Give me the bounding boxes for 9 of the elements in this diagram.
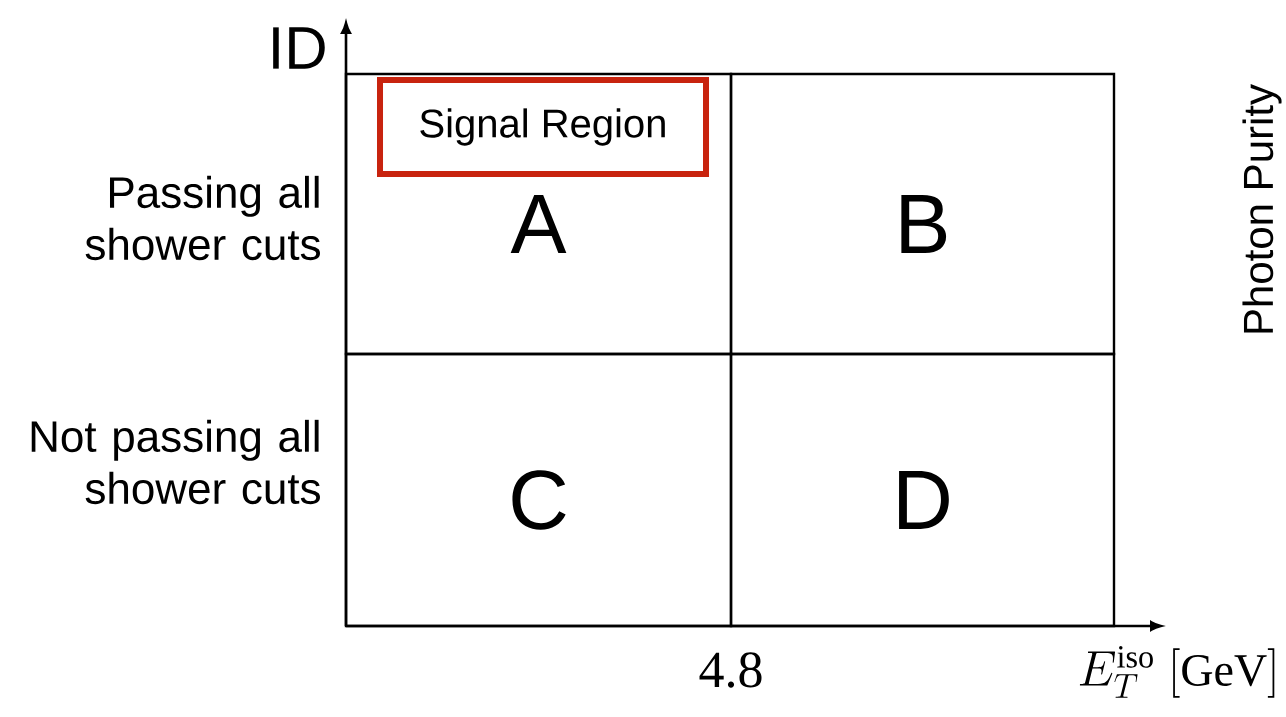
signal-region-box: Signal Region <box>377 77 709 177</box>
tick-label: 4.8 <box>699 652 762 688</box>
region-box: B <box>729 72 1116 356</box>
region-box: D <box>729 352 1116 628</box>
axis-label: $E_T^{\mathrm{iso}}\ [\mathrm{GeV}]$ <box>1079 646 1275 698</box>
axis-label: ID <box>273 27 325 69</box>
region-box: C <box>344 352 733 628</box>
rotated-label: Photon Purity <box>1242 84 1282 333</box>
row-label: Passing all shower cuts <box>85 175 320 261</box>
